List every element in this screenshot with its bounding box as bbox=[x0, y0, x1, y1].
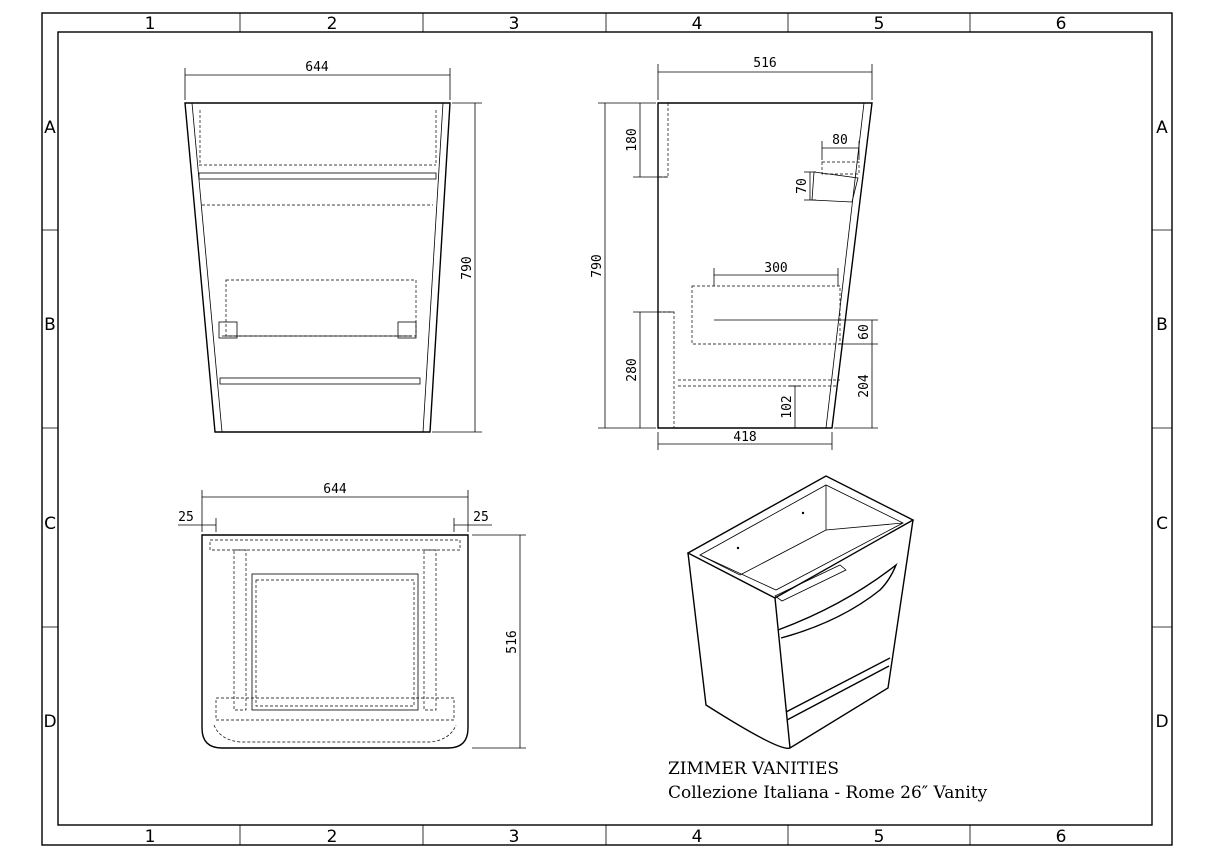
title-block: ZIMMER VANITIES Collezione Italiana - Ro… bbox=[668, 759, 988, 803]
handle-recess bbox=[821, 161, 860, 175]
front-width-label: 644 bbox=[305, 60, 329, 75]
col-label-6-bottom: 6 bbox=[1056, 827, 1067, 847]
drawer-width-label: 300 bbox=[764, 261, 787, 276]
handle-profile bbox=[811, 171, 859, 203]
front-top-rail bbox=[198, 172, 437, 180]
base-depth-label: 418 bbox=[733, 430, 756, 445]
side-depth-label: 516 bbox=[753, 56, 776, 71]
base-height-label: 280 bbox=[625, 358, 640, 381]
iso-drawer-handle bbox=[777, 562, 898, 639]
left-runner bbox=[233, 549, 247, 711]
row-label-d-left: D bbox=[43, 712, 56, 732]
side-view: 516 790 180 80 70 300 60 204 280 bbox=[590, 56, 878, 450]
top-cabinet-outline bbox=[201, 534, 469, 749]
front-drawer-gap bbox=[219, 377, 421, 385]
iso-cabinet-body bbox=[687, 519, 914, 749]
side-base-panel bbox=[657, 311, 675, 429]
front-drawer-box bbox=[225, 279, 417, 337]
front-view: 644 790 bbox=[184, 60, 482, 433]
drawer-gap-label: 60 bbox=[857, 324, 872, 340]
left-hinge bbox=[218, 321, 238, 339]
top-depth-label: 516 bbox=[505, 630, 520, 653]
col-label-4-top: 4 bbox=[692, 14, 703, 34]
col-label-4-bottom: 4 bbox=[692, 827, 703, 847]
drawing-frame: 1 2 3 4 5 6 1 2 3 4 5 6 A B C D A B C D bbox=[41, 12, 1173, 847]
col-label-2-bottom: 2 bbox=[327, 827, 338, 847]
row-label-a-right: A bbox=[1156, 118, 1168, 138]
brand-title: ZIMMER VANITIES bbox=[668, 759, 839, 779]
left-offset-label: 25 bbox=[178, 510, 194, 525]
right-hinge bbox=[397, 321, 417, 339]
row-label-a-left: A bbox=[44, 118, 56, 138]
right-offset-label: 25 bbox=[473, 510, 489, 525]
iso-drawer-gap bbox=[785, 657, 891, 721]
col-label-3-top: 3 bbox=[509, 14, 520, 34]
right-runner bbox=[423, 549, 437, 711]
side-top-panel bbox=[657, 102, 669, 178]
col-label-5-bottom: 5 bbox=[874, 827, 885, 847]
col-label-1-top: 1 bbox=[145, 14, 156, 34]
top-panel-label: 180 bbox=[625, 128, 640, 151]
iso-inner-rail bbox=[774, 564, 847, 602]
plinth-label: 204 bbox=[857, 374, 872, 398]
side-height-label: 790 bbox=[590, 254, 605, 277]
row-label-c-left: C bbox=[44, 514, 56, 534]
row-label-c-right: C bbox=[1156, 514, 1168, 534]
row-label-b-left: B bbox=[44, 315, 56, 335]
col-label-1-bottom: 1 bbox=[145, 827, 156, 847]
top-view: 644 25 25 516 bbox=[178, 482, 526, 749]
iso-top-rim bbox=[686, 475, 915, 599]
outer-border bbox=[41, 12, 1173, 846]
side-drawer-box bbox=[691, 285, 841, 345]
toe-label: 102 bbox=[780, 395, 795, 418]
col-label-2-top: 2 bbox=[327, 14, 338, 34]
inner-border bbox=[57, 31, 1153, 826]
front-cabinet-outline bbox=[184, 102, 451, 433]
col-label-6-top: 6 bbox=[1056, 14, 1067, 34]
handle-height-label: 70 bbox=[795, 178, 810, 194]
col-label-5-top: 5 bbox=[874, 14, 885, 34]
front-height-label: 790 bbox=[460, 256, 475, 279]
top-width-label: 644 bbox=[323, 482, 347, 497]
handle-width-label: 80 bbox=[832, 133, 848, 148]
top-drawer-opening bbox=[251, 573, 419, 711]
isometric-view bbox=[686, 475, 915, 749]
row-label-d-right: D bbox=[1155, 712, 1168, 732]
row-label-b-right: B bbox=[1156, 315, 1168, 335]
col-label-3-bottom: 3 bbox=[509, 827, 520, 847]
product-title: Collezione Italiana - Rome 26″ Vanity bbox=[668, 783, 988, 803]
